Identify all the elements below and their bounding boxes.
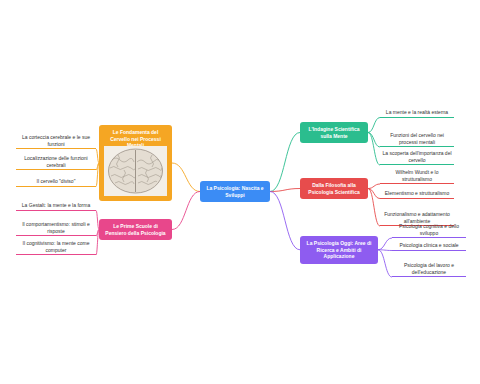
subtopic-text: Localizzazione delle funzioni cerebrali xyxy=(17,155,95,168)
topic-box: La Psicologia: Nascita e Sviluppi xyxy=(200,181,270,202)
topic-box: Le Prime Scuole di Pensiero della Psicol… xyxy=(99,219,172,240)
subtopic-item: Il cognitivismo: la mente come computer xyxy=(16,240,96,255)
subtopic-text: Psicologia clinica e sociale xyxy=(393,242,465,249)
topic-title: Le Fondamenta del Cervello nei Processi … xyxy=(103,129,168,149)
subtopic-item: Il cervello "diviso" xyxy=(16,178,96,187)
branch-connector xyxy=(368,133,380,166)
subtopic-item: Localizzazione delle funzioni cerebrali xyxy=(16,155,96,170)
subtopic-text: Funzioni del cervello nei processi menta… xyxy=(381,132,453,145)
subtopic-item: Elementismo e strutturalismo xyxy=(380,190,454,199)
subtopic-item: Funzioni del cervello nei processi menta… xyxy=(380,132,454,147)
branch-connector xyxy=(378,250,392,277)
subtopic-text: La mente e la realtà esterna xyxy=(381,109,453,116)
topic-title: Dalla Filosofia alla Psicologia Scientif… xyxy=(304,182,364,195)
subtopic-text: La corteccia cerebrale e le sue funzioni xyxy=(17,134,95,147)
branch-connector xyxy=(270,133,300,192)
brain-outline xyxy=(109,149,163,193)
topic-box: L'Indagine Scientifica sulla Mente xyxy=(300,122,368,143)
topic-box: Dalla Filosofia alla Psicologia Scientif… xyxy=(300,178,368,199)
subtopic-item: La Gestalt: la mente e la forma xyxy=(16,202,96,211)
subtopic-text: Il cognitivismo: la mente come computer xyxy=(17,240,95,253)
subtopic-item: Psicologia del lavoro e dell'educazione xyxy=(392,262,466,277)
branch-connector xyxy=(368,184,380,189)
subtopic-text: Elementismo e strutturalismo xyxy=(381,190,453,197)
topic-title: Le Prime Scuole di Pensiero della Psicol… xyxy=(103,223,168,236)
brain-fissure xyxy=(135,150,136,192)
subtopic-item: Il comportamentismo: stimoli e risposte xyxy=(16,221,96,236)
topic-title: La Psicologia Oggi: Aree di Ricerca e Am… xyxy=(304,240,374,260)
subtopic-item: La corteccia cerebrale e le sue funzioni xyxy=(16,134,96,149)
subtopic-text: La Gestalt: la mente e la forma xyxy=(17,202,95,209)
subtopic-item: Psicologia clinica e sociale xyxy=(392,242,466,251)
branch-connector xyxy=(172,163,200,192)
topic-title: La Psicologia: Nascita e Sviluppi xyxy=(204,185,266,198)
subtopic-item: La mente e la realtà esterna xyxy=(380,109,454,118)
subtopic-item: Psicologia cognitiva e dello sviluppo xyxy=(392,223,466,238)
subtopic-text: Il cervello "diviso" xyxy=(17,178,95,185)
brain-illustration xyxy=(104,146,167,196)
branch-connector xyxy=(172,192,200,230)
subtopic-item: La scoperta dell'importanza del cervello xyxy=(380,150,454,165)
branch-connector xyxy=(368,189,380,227)
branch-connector xyxy=(270,189,300,192)
subtopic-text: La scoperta dell'importanza del cervello xyxy=(381,150,453,163)
subtopic-text: Il comportamentismo: stimoli e risposte xyxy=(17,221,95,234)
subtopic-text: Psicologia cognitiva e dello sviluppo xyxy=(393,223,465,236)
brain-folds xyxy=(110,155,162,185)
subtopic-text: Psicologia del lavoro e dell'educazione xyxy=(393,262,465,275)
subtopic-text: Wilhelm Wundt e lo strutturalismo xyxy=(381,169,453,182)
topic-title: L'Indagine Scientifica sulla Mente xyxy=(304,126,364,139)
branch-connector xyxy=(378,238,392,250)
branch-connector xyxy=(270,192,300,250)
picture-ground xyxy=(104,146,167,196)
subtopic-item: Wilhelm Wundt e lo strutturalismo xyxy=(380,169,454,184)
branch-connector xyxy=(368,118,380,133)
topic-box: La Psicologia Oggi: Aree di Ricerca e Am… xyxy=(300,236,378,264)
